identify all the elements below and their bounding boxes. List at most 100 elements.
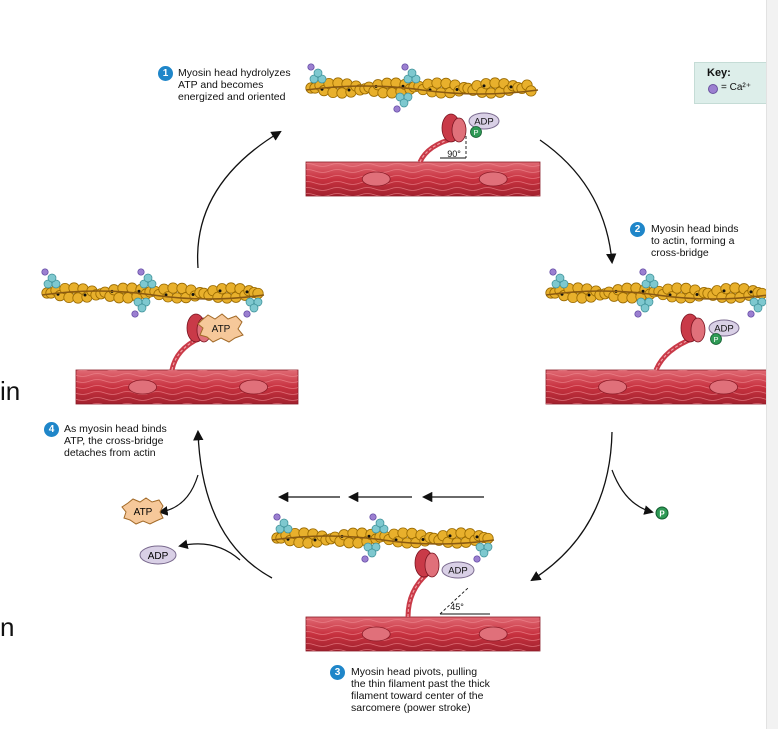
myosin-binding-site — [509, 85, 513, 89]
adp-molecule — [708, 319, 740, 337]
myosin-neck — [405, 571, 430, 618]
troponin-subunit — [559, 279, 569, 289]
myosin-head-folded — [239, 379, 269, 395]
free-atp: ATP — [121, 497, 164, 525]
myosin-neck — [653, 335, 695, 372]
troponin-subunit — [399, 98, 409, 108]
free-phosphate: P — [655, 506, 669, 520]
calcium-ion — [393, 105, 401, 113]
free-phosphate-label: P — [659, 510, 665, 519]
myosin-binding-site — [448, 534, 452, 538]
legend-key: Key: = Ca²⁺ — [694, 62, 778, 104]
myosin-binding-site — [245, 290, 249, 294]
adp-release-arrow — [178, 539, 241, 561]
myosin-binding-site — [475, 535, 479, 539]
troponin-subunit — [317, 74, 327, 84]
myosin-binding-site — [722, 289, 726, 293]
angle-90-label: 90° — [447, 149, 461, 159]
myosin-binding-site — [191, 292, 195, 296]
myosin-binding-site — [482, 84, 486, 88]
step-4-caption: As myosin head binds ATP, the cross-brid… — [64, 423, 167, 459]
troponin-subunit — [375, 518, 385, 528]
atp-arrow — [158, 474, 199, 516]
calcium-ion — [473, 555, 481, 563]
myosin-binding-site — [367, 534, 371, 538]
myosin-head-folded — [361, 626, 391, 642]
legend-calcium-label: = Ca²⁺ — [721, 82, 752, 93]
troponin-subunit — [313, 68, 323, 78]
troponin-subunit — [649, 279, 659, 289]
myosin-head-folded — [478, 626, 508, 642]
calcium-ion — [131, 310, 139, 318]
step-1-caption: Myosin head hydrolyzes ATP and becomes e… — [178, 67, 291, 103]
troponin-subunit — [253, 297, 263, 307]
myosin-head — [690, 317, 706, 343]
step-1-badge: 1 — [158, 66, 173, 81]
phosphate-label: P — [713, 335, 718, 344]
adp-label: ADP — [474, 117, 494, 128]
troponin-subunit — [640, 303, 650, 313]
troponin-subunit — [403, 92, 413, 102]
calcium-ion — [634, 310, 642, 318]
troponin-subunit — [644, 297, 654, 307]
adp-label: ADP — [448, 566, 468, 577]
myosin-binding-site — [421, 537, 425, 541]
calcium-ion — [41, 268, 49, 276]
myosin-binding-site — [83, 293, 87, 297]
calcium-ion — [549, 268, 557, 276]
panel-step-4: ATP — [41, 268, 299, 405]
adp-label: ADP — [714, 324, 734, 335]
calcium-ion — [273, 513, 281, 521]
free-atp-label: ATP — [134, 507, 153, 518]
tropomyosin-strand — [41, 290, 265, 300]
troponin-subunit — [367, 548, 377, 558]
troponin-subunit — [379, 524, 389, 534]
troponin-subunit — [479, 548, 489, 558]
myosin-head — [424, 552, 440, 578]
myosin-binding-site — [455, 87, 459, 91]
calcium-ion — [137, 268, 145, 276]
myosin-binding-site — [587, 293, 591, 297]
troponin-subunit — [249, 303, 259, 313]
myosin-binding-site — [394, 538, 398, 542]
calcium-ion — [307, 63, 315, 71]
myosin-binding-site — [218, 289, 222, 293]
troponin-subunit — [483, 542, 493, 552]
troponin-subunit — [411, 74, 421, 84]
troponin-subunit — [645, 273, 655, 283]
side-text-fragment: in — [0, 376, 21, 406]
troponin-subunit — [143, 273, 153, 283]
calcium-ion — [747, 310, 755, 318]
cycle-arrow-3-to-4 — [193, 429, 273, 579]
myosin-binding-site — [641, 289, 645, 293]
calcium-ion — [369, 513, 377, 521]
angle-45-label: 45° — [450, 602, 464, 612]
tropomyosin-strand — [305, 85, 539, 95]
atp-molecule — [197, 313, 244, 343]
adp-molecule — [468, 112, 500, 130]
troponin-subunit — [371, 542, 381, 552]
cycle-arrow-1-to-2 — [539, 139, 617, 265]
phosphate — [470, 126, 482, 138]
calcium-ion — [401, 63, 409, 71]
phosphate-release-arrow — [611, 469, 654, 515]
panel-step-3: ADP 45° — [271, 513, 541, 652]
myosin-binding-site — [164, 293, 168, 297]
troponin-subunit — [141, 297, 151, 307]
free-adp: ADP — [139, 545, 177, 565]
troponin-subunit — [147, 279, 157, 289]
tropomyosin-strand — [271, 535, 495, 545]
scrollbar[interactable] — [766, 0, 778, 729]
free-adp-label: ADP — [148, 551, 169, 562]
atp-label: ATP — [212, 324, 231, 335]
step-2-caption: Myosin head binds to actin, forming a cr… — [651, 223, 739, 259]
troponin-subunit — [753, 303, 763, 313]
step-4-badge: 4 — [44, 422, 59, 437]
myosin-head-folded — [128, 379, 158, 395]
troponin-subunit — [407, 68, 417, 78]
angle-guide — [439, 587, 469, 615]
myosin-binding-site — [313, 538, 317, 542]
cycle-arrow-2-to-3 — [530, 431, 613, 582]
